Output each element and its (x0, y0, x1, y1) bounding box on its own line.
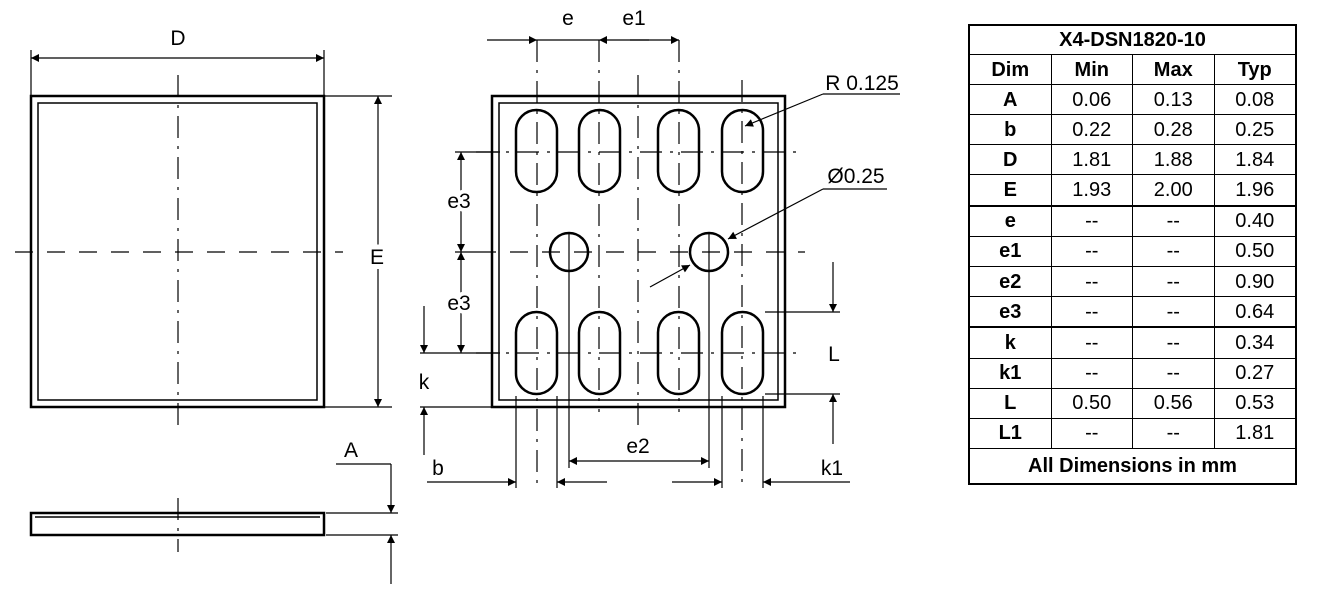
pad-top-1 (514, 108, 559, 194)
top-view: D E (15, 27, 392, 425)
max-cell: -- (1132, 265, 1215, 298)
header-typ: Typ (1213, 53, 1296, 86)
table-row: e3 -- -- 0.64 (969, 296, 1296, 329)
table-row: A 0.06 0.13 0.08 (969, 84, 1296, 116)
k-label: k (419, 371, 430, 394)
table-row: D 1.81 1.88 1.84 (969, 144, 1296, 176)
diameter-leader-upper (727, 188, 824, 240)
dim-cell: k1 (969, 357, 1052, 389)
typ-cell: 0.40 (1213, 205, 1296, 237)
e-label: E (370, 246, 384, 269)
typ-cell: 0.25 (1213, 114, 1296, 146)
typ-cell: 0.53 (1213, 387, 1296, 419)
table-row: e -- -- 0.40 (969, 205, 1296, 237)
dim-cell: L1 (969, 417, 1052, 450)
header-max: Max (1132, 53, 1215, 86)
typ-cell: 0.50 (1213, 235, 1296, 267)
max-cell: -- (1132, 296, 1215, 329)
min-cell: 0.22 (1050, 114, 1133, 146)
side-view: A (29, 439, 398, 584)
min-cell: -- (1050, 205, 1133, 237)
dim-cell: b (969, 114, 1052, 146)
pad-top-2 (577, 108, 622, 194)
typ-cell: 1.84 (1213, 144, 1296, 176)
max-cell: 0.28 (1132, 114, 1215, 146)
max-cell: -- (1132, 205, 1215, 237)
min-cell: -- (1050, 417, 1133, 450)
max-cell: 0.56 (1132, 387, 1215, 419)
b-label: b (432, 457, 444, 480)
pad-bottom-2 (577, 310, 622, 396)
typ-cell: 0.64 (1213, 296, 1296, 329)
min-cell: 1.93 (1050, 174, 1133, 207)
min-cell: 1.81 (1050, 144, 1133, 176)
table-row: L1 -- -- 1.81 (969, 417, 1296, 450)
min-cell: 0.06 (1050, 84, 1133, 116)
pad-bottom-3 (656, 310, 701, 396)
table-row: L 0.50 0.56 0.53 (969, 387, 1296, 419)
min-cell: 0.50 (1050, 387, 1133, 419)
max-cell: -- (1132, 235, 1215, 267)
header-min: Min (1050, 53, 1133, 86)
table-row: b 0.22 0.28 0.25 (969, 114, 1296, 146)
pad-bottom-4 (720, 310, 765, 396)
header-dim: Dim (969, 53, 1052, 86)
pad-top-3 (656, 108, 701, 194)
round-pad-left (548, 231, 590, 273)
max-cell: 1.88 (1132, 144, 1215, 176)
table-header-row: Dim Min Max Typ (969, 53, 1296, 86)
typ-cell: 0.27 (1213, 357, 1296, 389)
dim-cell: D (969, 144, 1052, 176)
e-pitch-label: e (562, 7, 574, 30)
dim-cell: e1 (969, 235, 1052, 267)
table-row: k -- -- 0.34 (969, 326, 1296, 359)
dim-cell: e2 (969, 265, 1052, 298)
max-cell: -- (1132, 417, 1215, 450)
pad-top-4 (720, 108, 765, 194)
table-row: e1 -- -- 0.50 (969, 235, 1296, 267)
round-pad-right (688, 231, 730, 273)
bottom-view: e e1 e2 e3 e3 k b k1 (419, 7, 900, 488)
diameter-label: Ø0.25 (827, 165, 884, 188)
min-cell: -- (1050, 326, 1133, 359)
dim-cell: L (969, 387, 1052, 419)
dim-cell: E (969, 174, 1052, 207)
table-row: k1 -- -- 0.27 (969, 357, 1296, 389)
min-cell: -- (1050, 265, 1133, 298)
radius-label: R 0.125 (825, 72, 899, 95)
e3-top-label: e3 (447, 190, 470, 213)
k1-label: k1 (821, 457, 843, 480)
radius-leader (744, 93, 824, 127)
min-cell: -- (1050, 235, 1133, 267)
typ-cell: 1.81 (1213, 417, 1296, 450)
e3-bottom-label: e3 (447, 292, 470, 315)
dim-cell: e (969, 205, 1052, 237)
diameter-leader-lower (649, 264, 691, 288)
e1-label: e1 (622, 7, 645, 30)
typ-cell: 0.34 (1213, 326, 1296, 359)
min-cell: -- (1050, 296, 1133, 329)
table-row: e2 -- -- 0.90 (969, 265, 1296, 298)
table-title: X4-DSN1820-10 (969, 25, 1296, 55)
min-cell: -- (1050, 357, 1133, 389)
dim-cell: A (969, 84, 1052, 116)
max-cell: -- (1132, 357, 1215, 389)
dimension-table: X4-DSN1820-10 Dim Min Max Typ A 0.06 0.1… (968, 24, 1297, 485)
l-label: L (828, 343, 840, 366)
max-cell: -- (1132, 326, 1215, 359)
d-label: D (170, 27, 185, 50)
a-label: A (344, 439, 358, 462)
table-row: E 1.93 2.00 1.96 (969, 174, 1296, 207)
dim-cell: e3 (969, 296, 1052, 329)
typ-cell: 1.96 (1213, 174, 1296, 207)
max-cell: 2.00 (1132, 174, 1215, 207)
max-cell: 0.13 (1132, 84, 1215, 116)
e2-label: e2 (626, 435, 649, 458)
dim-cell: k (969, 326, 1052, 359)
typ-cell: 0.90 (1213, 265, 1296, 298)
typ-cell: 0.08 (1213, 84, 1296, 116)
pad-bottom-1 (514, 310, 559, 396)
table-footer: All Dimensions in mm (969, 448, 1296, 484)
